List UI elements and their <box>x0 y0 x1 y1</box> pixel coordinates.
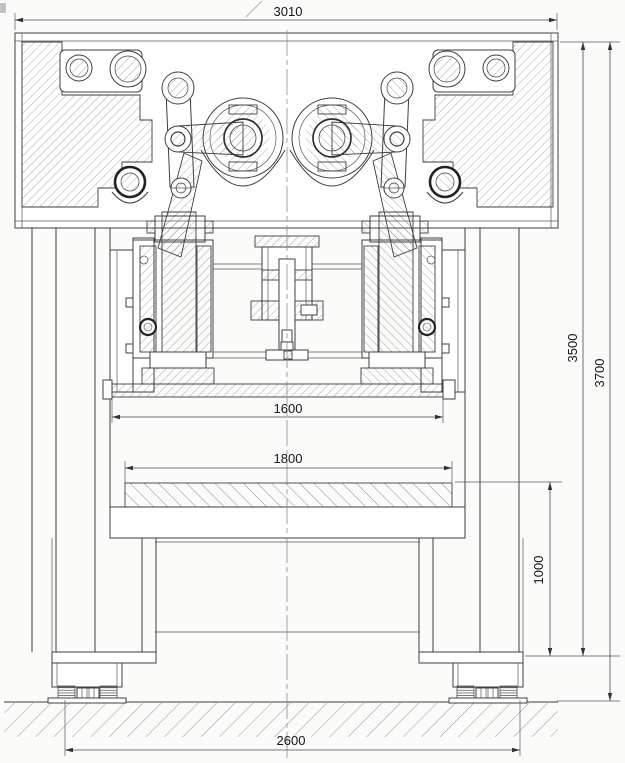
dimension-base-width: 2600 <box>64 700 521 756</box>
dimension-top-width: 3010 <box>14 4 558 30</box>
dimension-frame-height-value: 3500 <box>565 334 580 363</box>
bed-table <box>51 506 524 664</box>
foot-left <box>47 662 127 704</box>
dimension-slide-width-value: 1600 <box>274 401 303 416</box>
crown-block-right <box>422 41 554 208</box>
dimension-frame-height: 3500 <box>525 41 620 657</box>
foot-right <box>448 662 528 704</box>
rocker-plate-right <box>428 49 516 93</box>
dimension-slide-width: 1600 <box>111 399 444 423</box>
scan-artifacts <box>0 0 263 18</box>
dimension-bolster-width-value: 1800 <box>274 451 303 466</box>
slide-faceplate <box>102 379 456 400</box>
dimension-total-height: 3700 <box>557 42 620 702</box>
dimension-total-height-value: 3700 <box>592 359 607 388</box>
dimension-table-height-value: 1000 <box>531 556 546 585</box>
crown-block-left <box>21 41 153 208</box>
rocker-plate-left <box>59 49 147 93</box>
crown-housing <box>14 32 559 229</box>
dimension-top-width-value: 3010 <box>274 4 303 19</box>
dimension-table-height: 1000 <box>455 481 562 656</box>
dimension-bolster-width: 1800 <box>124 451 453 483</box>
dimension-base-width-value: 2600 <box>277 733 306 748</box>
bolster-plate <box>124 482 453 508</box>
ground-hatching <box>4 701 558 737</box>
